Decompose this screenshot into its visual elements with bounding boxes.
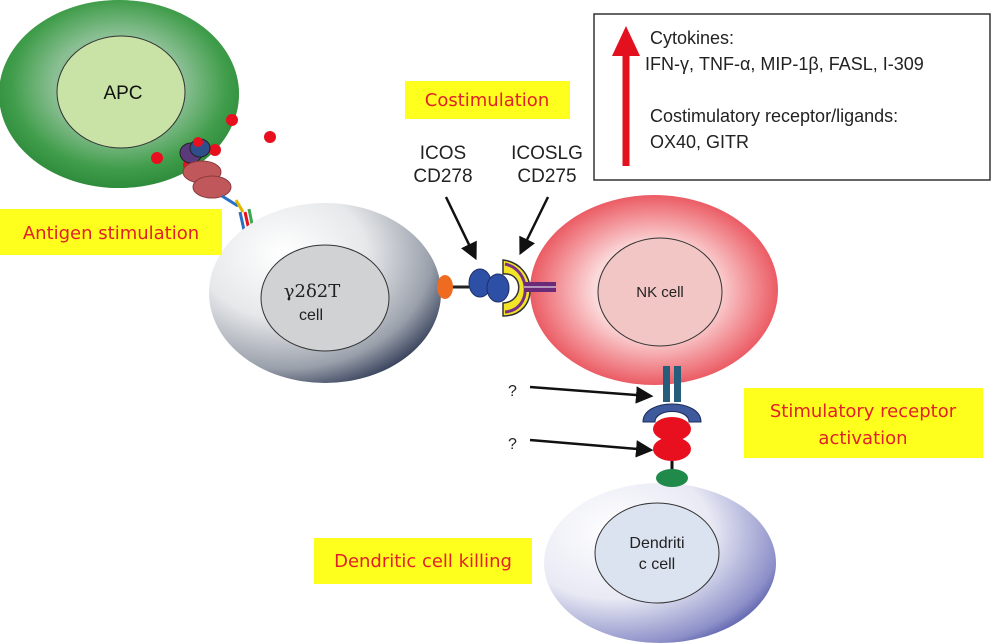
ligand-bottom bbox=[653, 437, 691, 461]
callout-dc-killing-text: Dendritic cell killing bbox=[334, 551, 512, 572]
callout-stimulatory-line2: activation bbox=[818, 428, 907, 449]
callout-costim-text: Costimulation bbox=[425, 90, 549, 111]
orange-receptor bbox=[437, 275, 453, 299]
apc-label: APC bbox=[103, 83, 142, 104]
t-cell-nucleus bbox=[260, 244, 390, 352]
info-box: Cytokines: IFN-γ, TNF-α, MIP-1β, FASL, I… bbox=[593, 13, 991, 181]
unknown-arrow-2 bbox=[529, 438, 654, 458]
cytokines-title: Cytokines: bbox=[650, 28, 734, 48]
icos-receptor-2 bbox=[486, 273, 510, 303]
callout-stimulatory-receptor: Stimulatory receptor activation bbox=[744, 388, 983, 458]
t-cell-receptor bbox=[221, 194, 255, 231]
receptor-cup bbox=[642, 403, 702, 423]
icoslg-label-line1: ICOSLG bbox=[511, 143, 583, 164]
nk-cell: NK cell bbox=[530, 195, 778, 385]
cytokines-list: IFN-γ, TNF-α, MIP-1β, FASL, I-309 bbox=[645, 54, 924, 74]
callout-costimulation: Costimulation bbox=[405, 81, 570, 119]
t-cell-label-line1: γ2δ2T bbox=[284, 281, 341, 302]
icos-label-line2: CD278 bbox=[413, 166, 472, 187]
dendritic-cell-label-line2: c cell bbox=[639, 556, 675, 573]
unknown-arrow-1 bbox=[529, 385, 654, 404]
dendritic-cell-nucleus bbox=[594, 502, 720, 604]
icos-label-line1: ICOS bbox=[420, 143, 466, 164]
receptor-labels: ICOS CD278 ICOSLG CD275 bbox=[413, 143, 582, 187]
icos-arrow bbox=[444, 196, 477, 261]
icoslg-arrow bbox=[519, 196, 550, 256]
callout-stimulatory-line1: Stimulatory receptor bbox=[770, 401, 957, 422]
unknown-label-1: ? bbox=[508, 383, 517, 400]
callout-antigen-stimulation: Antigen stimulation bbox=[0, 209, 222, 255]
callout-dendritic-killing: Dendritic cell killing bbox=[314, 538, 532, 584]
t-cell-label-line2: cell bbox=[299, 307, 323, 324]
unknown-label-2: ? bbox=[508, 436, 517, 453]
nk-cell-nucleus bbox=[597, 237, 723, 347]
dendritic-cell: Dendriti c cell bbox=[544, 483, 776, 643]
stimulatory-receptor bbox=[642, 366, 702, 487]
gamma-delta-t-cell: γ2δ2T cell bbox=[209, 203, 441, 383]
dc-ligand bbox=[656, 469, 688, 487]
ligand-top bbox=[653, 417, 691, 441]
apc-nucleus bbox=[56, 35, 186, 149]
callout-antigen-text: Antigen stimulation bbox=[23, 223, 199, 244]
arrows bbox=[444, 196, 654, 458]
costim-list: OX40, GITR bbox=[650, 132, 749, 152]
icoslg-label-line2: CD275 bbox=[517, 166, 576, 187]
nk-cell-label: NK cell bbox=[636, 284, 684, 301]
costim-title: Costimulatory receptor/ligands: bbox=[650, 106, 898, 126]
icos-interaction bbox=[437, 259, 556, 317]
mhc-complex bbox=[179, 137, 232, 199]
upregulation-arrow-icon bbox=[612, 26, 640, 56]
dendritic-cell-label-line1: Dendriti bbox=[629, 535, 684, 552]
apc-cell: APC bbox=[0, 0, 239, 188]
